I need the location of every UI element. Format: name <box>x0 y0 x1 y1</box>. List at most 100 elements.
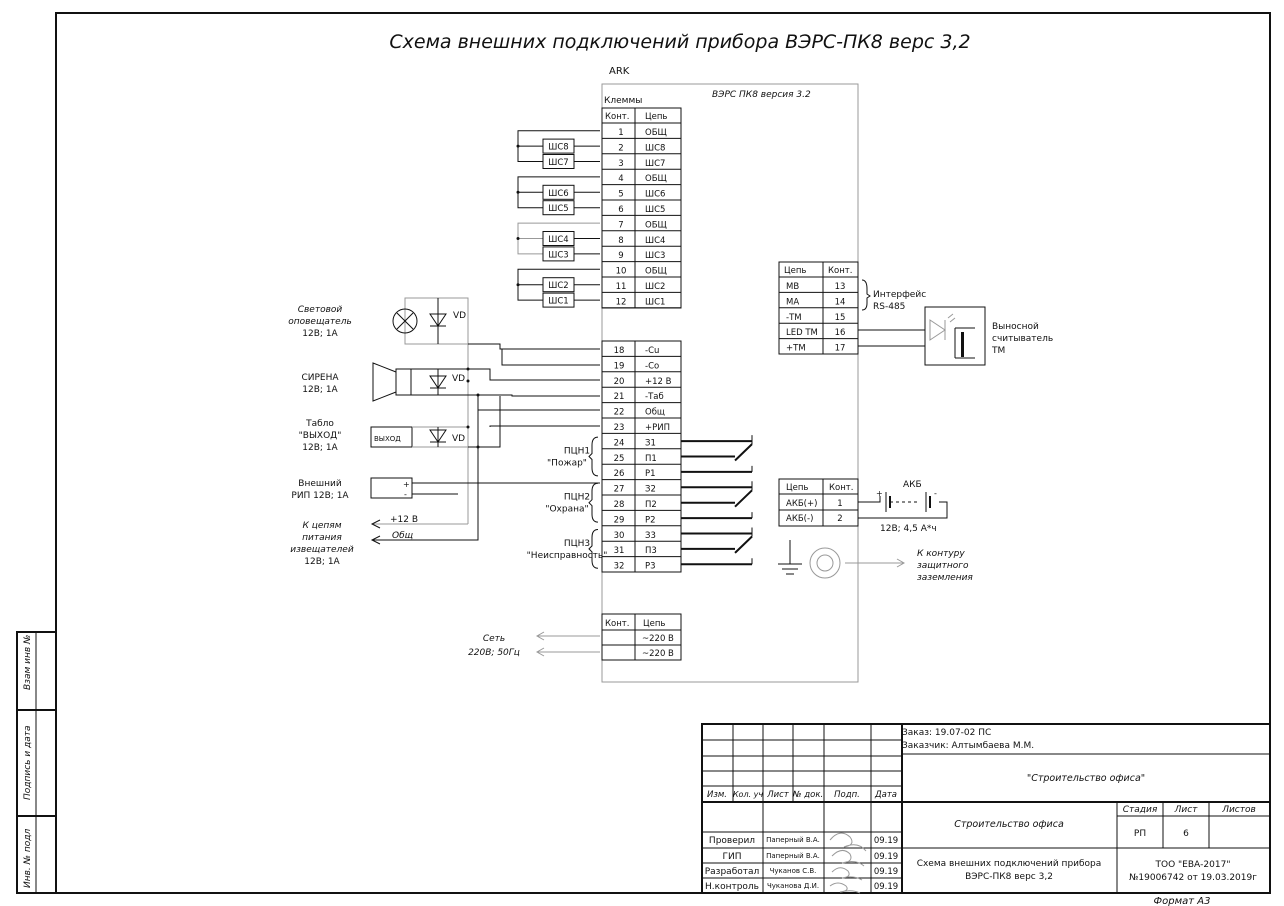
interface-label-2: RS-485 <box>873 302 905 312</box>
battery-table: Цепь Конт. АКБ(+) 1 АКБ(-) 2 АКБ + - 12В… <box>778 478 948 534</box>
terminal-number: 9 <box>618 251 623 261</box>
reader-icon <box>924 306 986 366</box>
terminal-number: 27 <box>614 485 625 495</box>
relay-label: "Охрана" <box>545 505 588 515</box>
loop-box-label: ШС4 <box>548 235 568 245</box>
board-label-3: 12В; 1А <box>302 443 338 453</box>
loop-box-label: ШС1 <box>548 297 568 307</box>
device-name: ВЭРС ПК8 версия 3.2 <box>712 90 811 100</box>
battery-contact-2: 2 <box>837 514 842 524</box>
lamp-icon <box>392 308 418 334</box>
hdr-sign: Подп. <box>834 790 860 800</box>
terminal-circuit: ШС1 <box>645 297 665 307</box>
terminal-circuit: ОБЩ <box>645 267 667 277</box>
side-stamp-inventory: Инв. № подл <box>23 829 33 888</box>
terminal-number: 24 <box>614 438 625 448</box>
signer-date: 09.19 <box>874 836 898 846</box>
light-label-3: 12В; 1А <box>302 329 338 339</box>
hdr-change: Изм. <box>707 790 727 800</box>
left-wiring: VD VD ВЫХОД VD + - <box>370 297 600 545</box>
akb-label: АКБ <box>903 480 922 490</box>
sheet-header: Лист <box>1174 805 1199 815</box>
external-psu-icon <box>370 477 413 499</box>
interface-contact: 14 <box>835 297 846 307</box>
signer-date: 09.19 <box>874 852 898 862</box>
terminal-number: 3 <box>618 159 623 169</box>
mains-label-1: Сеть <box>483 634 505 644</box>
power-header-circuit: Цепь <box>643 619 665 629</box>
sheet-title-1: Схема внешних подключений прибора <box>917 859 1102 869</box>
format-label: Формат А3 <box>1154 896 1211 906</box>
terminal-number: 10 <box>616 267 627 277</box>
detectors-label-4: 12В; 1А <box>304 557 340 567</box>
title-block: Заказ: 19.07-02 ПС Заказчик: Алтымбаева … <box>701 723 1271 894</box>
battery-header-circuit: Цепь <box>786 483 808 493</box>
object-name: Строительство офиса <box>954 819 1064 830</box>
ground-label-1: К контуру <box>917 549 965 559</box>
terminal-circuit: ОБЩ <box>645 174 667 184</box>
relay-name: ПЦН2 <box>564 493 590 503</box>
detectors-label-2: питания <box>302 533 342 543</box>
terminal-table-power: Конт. Цепь ~220 В ~220 В <box>601 613 682 661</box>
diode-icon-light <box>429 313 447 327</box>
ground-icon: К контуру защитного заземления <box>778 540 973 583</box>
relay-brace <box>588 482 599 523</box>
interface-circuit: LED ТМ <box>786 328 818 338</box>
loop-box-label: ШС7 <box>548 158 568 168</box>
interface-label-1: Интерфейс <box>873 290 926 300</box>
terminal-number: 8 <box>618 236 623 246</box>
terminal-circuit: +12 В <box>645 377 672 387</box>
interface-contact: 15 <box>835 313 846 323</box>
loop-box-label: ШС3 <box>548 250 568 260</box>
interface-circuit: -ТМ <box>786 313 802 323</box>
terminal-circuit: ШС8 <box>645 143 665 153</box>
signature-marks <box>829 832 867 894</box>
relay-brace <box>588 436 599 477</box>
relay-name: ПЦН1 <box>564 447 590 457</box>
reader-label-1: Выносной <box>992 322 1039 332</box>
customer-name: Заказчик: Алтымбаева М.М. <box>902 741 1034 751</box>
terminal-number: 31 <box>614 546 625 556</box>
signer-name: Паперный В.А. <box>766 836 820 844</box>
terminal-number: 23 <box>614 423 625 433</box>
order-number: Заказ: 19.07-02 ПС <box>902 728 991 738</box>
ground-label-2: защитного <box>917 561 969 571</box>
terminal-number: 12 <box>616 297 627 307</box>
terminal-circuit: Общ <box>645 408 665 418</box>
vd-label-siren: VD <box>452 374 465 384</box>
mains-wires: Сеть 220В; 50Гц <box>468 631 600 658</box>
terminals-label: Клеммы <box>604 96 642 106</box>
relay-brace <box>588 529 599 569</box>
stage-value: РП <box>1134 829 1146 839</box>
left-device-labels: Световой оповещатель 12В; 1А СИРЕНА 12В;… <box>288 305 354 567</box>
hdr-doc: № док. <box>792 790 823 800</box>
terminal-number: 5 <box>618 190 623 200</box>
device-body <box>601 83 859 683</box>
terminal-circuit: ШС4 <box>645 236 665 246</box>
terminal-circuit: ШС3 <box>645 251 665 261</box>
relay-label: "Неисправность" <box>527 551 608 561</box>
interface-contact: 13 <box>835 282 846 292</box>
battery-header-contact: Конт. <box>829 483 853 493</box>
relay-outputs: ПЦН1 "Пожар" ПЦН2 "Охрана" ПЦН3 "Неисправност… <box>527 435 753 569</box>
signer-name: Паперный В.А. <box>766 852 820 860</box>
signer-role: Н.контроль <box>705 882 759 892</box>
terminal-number: 29 <box>614 515 625 525</box>
detectors-label-1: К цепям <box>302 521 341 531</box>
interface-circuit: +ТМ <box>786 344 806 354</box>
terminal-circuit: ОБЩ <box>645 128 667 138</box>
exit-board-text: ВЫХОД <box>374 435 401 443</box>
terminal-number: 22 <box>614 408 625 418</box>
board-label-2: "ВЫХОД" <box>299 431 342 441</box>
board-label-1: Табло <box>305 419 334 429</box>
diode-icon-siren <box>429 375 447 389</box>
terminal-header-circuit: Цепь <box>645 112 667 122</box>
relay-label: "Пожар" <box>547 459 587 469</box>
battery-spec: 12В; 4,5 А*ч <box>880 524 937 534</box>
sheet-title-2: ВЭРС-ПК8 верс 3,2 <box>965 872 1053 882</box>
relay-name: ПЦН3 <box>564 539 590 549</box>
